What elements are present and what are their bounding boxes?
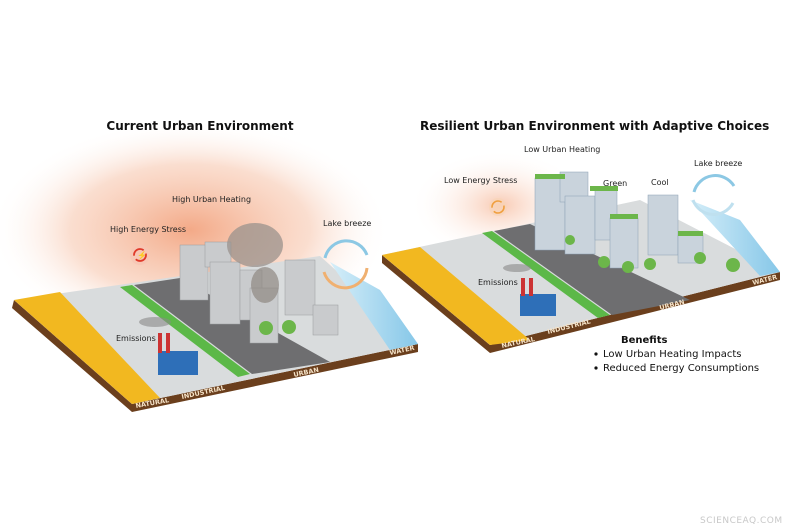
benefit-item: Reduced Energy Consumptions	[603, 363, 759, 374]
heating-label: High Urban Heating	[172, 195, 251, 204]
buildings	[534, 171, 704, 269]
smog-cloud	[227, 223, 283, 267]
benefits-heading: Benefits	[621, 335, 667, 346]
energy-stress-icon	[489, 198, 507, 216]
factory	[503, 264, 556, 316]
factory	[139, 317, 198, 375]
lake-breeze-label: Lake breeze	[323, 219, 371, 228]
green-label: Green	[603, 179, 627, 188]
soil-edge	[382, 255, 490, 353]
bullet	[594, 352, 598, 356]
tree	[282, 320, 296, 334]
current-urban-panel: ⚡ Current Urban Environment High Urban H…	[0, 119, 418, 412]
smog-cloud	[251, 267, 279, 303]
resilient-urban-panel: Resilient Urban Environment with Adaptiv…	[382, 119, 780, 374]
lake-breeze-label: Lake breeze	[694, 159, 742, 168]
benefits-list: Benefits Low Urban Heating Impacts Reduc…	[594, 335, 759, 374]
panel-title: Resilient Urban Environment with Adaptiv…	[420, 119, 769, 133]
energy-stress-icon: ⚡	[130, 245, 150, 265]
watermark: SCIENCEAQ.COM	[700, 516, 783, 526]
svg-text:⚡: ⚡	[137, 250, 147, 260]
crop-field	[14, 292, 160, 404]
energy-stress-label: High Energy Stress	[110, 225, 186, 234]
tree	[259, 321, 273, 335]
benefit-item: Low Urban Heating Impacts	[603, 349, 741, 360]
cool-label: Cool	[651, 178, 669, 187]
soil-edge	[490, 272, 780, 353]
panel-title: Current Urban Environment	[106, 119, 293, 133]
road	[134, 278, 330, 374]
crop-field	[382, 247, 530, 345]
emissions-label: Emissions	[478, 278, 518, 287]
bullet	[594, 366, 598, 370]
water	[690, 200, 780, 276]
lake-breeze-icon	[691, 174, 736, 216]
soil-edge	[12, 300, 132, 412]
water	[330, 262, 418, 350]
soil-edge	[132, 344, 418, 412]
energy-stress-label: Low Energy Stress	[444, 176, 517, 185]
emissions-label: Emissions	[116, 334, 156, 343]
heating-label: Low Urban Heating	[524, 145, 600, 154]
green-roofs-and-trees	[535, 174, 740, 273]
greenway	[482, 231, 610, 318]
lake-breeze-icon	[322, 239, 369, 290]
greenway	[120, 285, 250, 377]
